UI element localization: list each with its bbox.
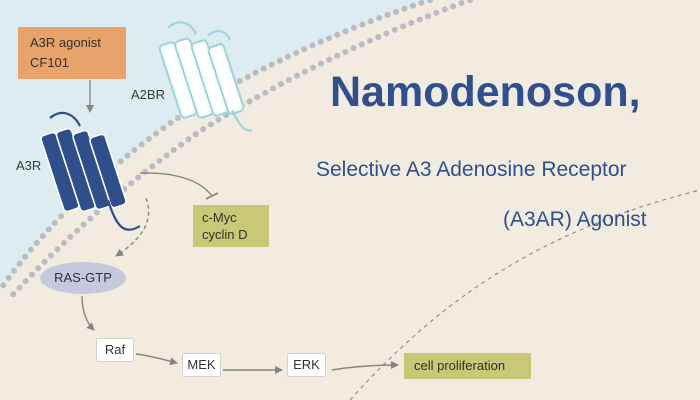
myc-label: c-Myc: [202, 210, 237, 225]
inhibition-bar: [205, 192, 219, 200]
a3r-agonist-box: A3R agonist CF101: [18, 27, 126, 79]
arrow-erk-to-proliferation: [331, 361, 399, 371]
myc-cyclin-box: c-Myc cyclin D: [193, 205, 269, 247]
cell-membrane-inner: [5, 0, 473, 303]
ras-gtp-node: RAS-GTP: [40, 262, 126, 294]
agonist-compound-label: CF101: [30, 55, 70, 70]
arrow-ras-to-raf: [81, 295, 95, 331]
raf-node: Raf: [96, 338, 134, 362]
cyclin-label: cyclin D: [202, 227, 248, 242]
cell-proliferation-box: cell proliferation: [404, 353, 531, 379]
mek-node: MEK: [182, 353, 221, 377]
agonist-label: A3R agonist: [30, 35, 101, 50]
subtitle-line-1: Selective A3 Adenosine Receptor: [316, 158, 627, 181]
a2br-label: A2BR: [131, 87, 165, 102]
subtitle-line-2: (A3AR) Agonist: [503, 208, 647, 231]
erk-node: ERK: [287, 353, 326, 377]
arrow-a3r-to-ras: [115, 197, 150, 257]
inhibition-a3r-to-myc: [139, 172, 213, 197]
arrow-raf-to-mek: [135, 353, 178, 366]
main-title: Namodenoson,: [330, 68, 641, 116]
cell-membrane-outer: [0, 0, 433, 293]
a3r-label: A3R: [16, 158, 42, 173]
a2br-receptor-icon: [158, 21, 253, 132]
a3r-receptor-icon: [40, 111, 141, 231]
